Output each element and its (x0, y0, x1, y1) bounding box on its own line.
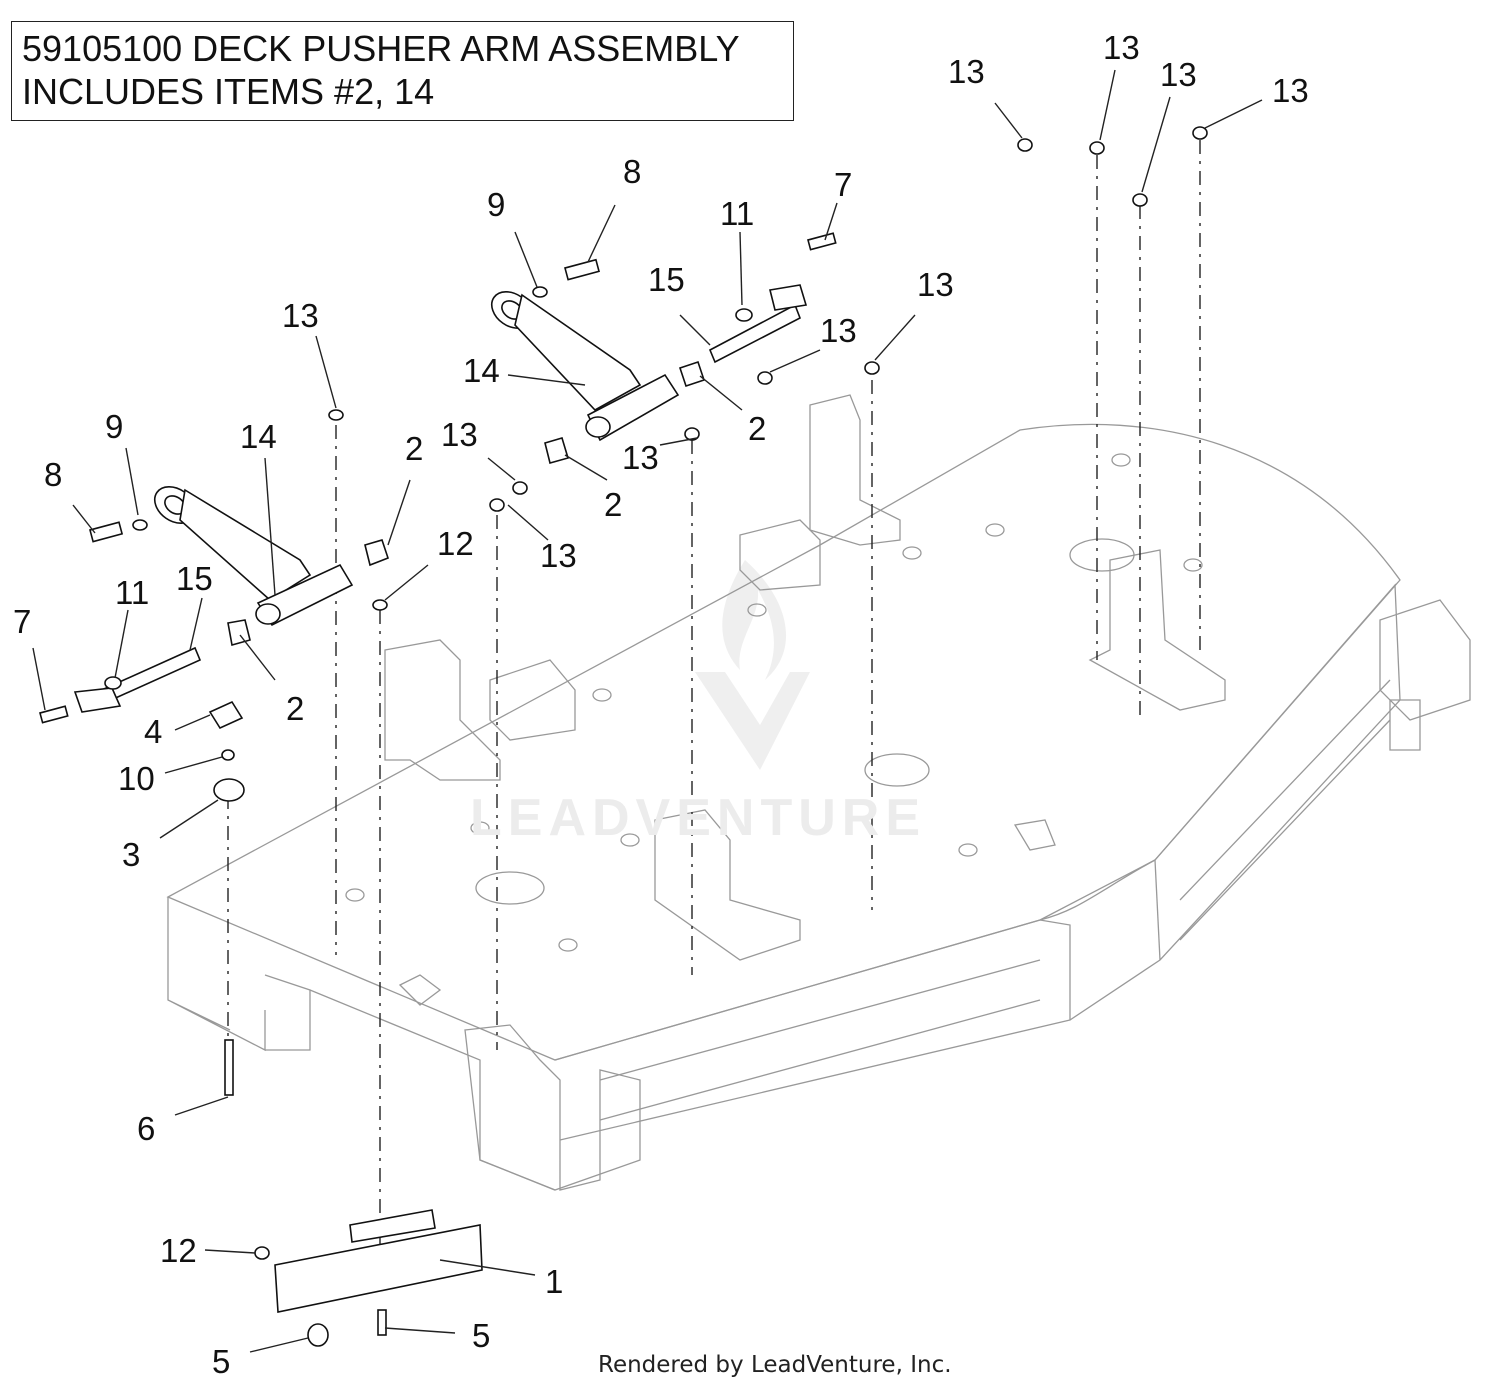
front-plate (254, 1209, 483, 1347)
callout-7: 7 (834, 166, 852, 203)
alignment-lines (227, 140, 1201, 1260)
callout-11: 11 (115, 574, 149, 611)
callout-12: 12 (437, 525, 474, 562)
watermark-text: LEADVENTURE (470, 789, 927, 847)
callout-2: 2 (604, 486, 622, 523)
callout-8: 8 (44, 456, 62, 493)
callout-14: 14 (240, 418, 277, 455)
callout-2: 2 (405, 430, 423, 467)
callout-5: 5 (472, 1317, 490, 1354)
callout-5: 5 (212, 1343, 230, 1380)
callout-7: 7 (13, 603, 31, 640)
callout-13: 13 (282, 297, 319, 334)
callout-9: 9 (487, 186, 505, 223)
callout-13: 13 (820, 312, 857, 349)
left-pusher-arm (39, 409, 389, 1096)
callout-13: 13 (441, 416, 478, 453)
callout-12: 12 (160, 1232, 197, 1269)
callout-13: 13 (622, 439, 659, 476)
callout-3: 3 (122, 836, 140, 873)
right-pusher-arm (490, 232, 837, 464)
title-box: 59105100 DECK PUSHER ARM ASSEMBLY INCLUD… (11, 21, 794, 121)
leader-lines (32, 69, 1263, 1353)
callout-15: 15 (648, 261, 685, 298)
render-credit: Rendered by LeadVenture, Inc. (598, 1352, 952, 1378)
title-line-2: INCLUDES ITEMS #2, 14 (22, 71, 435, 112)
callout-13: 13 (1272, 72, 1309, 109)
callout-13: 13 (540, 537, 577, 574)
callout-14: 14 (463, 352, 500, 389)
callout-8: 8 (623, 153, 641, 190)
callout-2: 2 (748, 410, 766, 447)
callout-13: 13 (948, 53, 985, 90)
callout-9: 9 (105, 408, 123, 445)
mower-deck (166, 394, 1471, 1191)
callout-11: 11 (720, 195, 754, 232)
callout-10: 10 (118, 760, 155, 797)
callout-4: 4 (144, 713, 162, 750)
hardware-nuts (489, 126, 1208, 512)
callout-6: 6 (137, 1110, 155, 1147)
callout-13: 13 (917, 266, 954, 303)
callout-labels: 13 13 13 13 13 13 13 13 13 13 8 9 11 7 1… (13, 29, 1309, 1380)
callout-1: 1 (545, 1263, 563, 1300)
callout-13: 13 (1103, 29, 1140, 66)
callout-13: 13 (1160, 56, 1197, 93)
callout-2: 2 (286, 690, 304, 727)
watermark-logo (695, 560, 810, 770)
callout-15: 15 (176, 560, 213, 597)
title-line-1: 59105100 DECK PUSHER ARM ASSEMBLY (22, 28, 740, 69)
